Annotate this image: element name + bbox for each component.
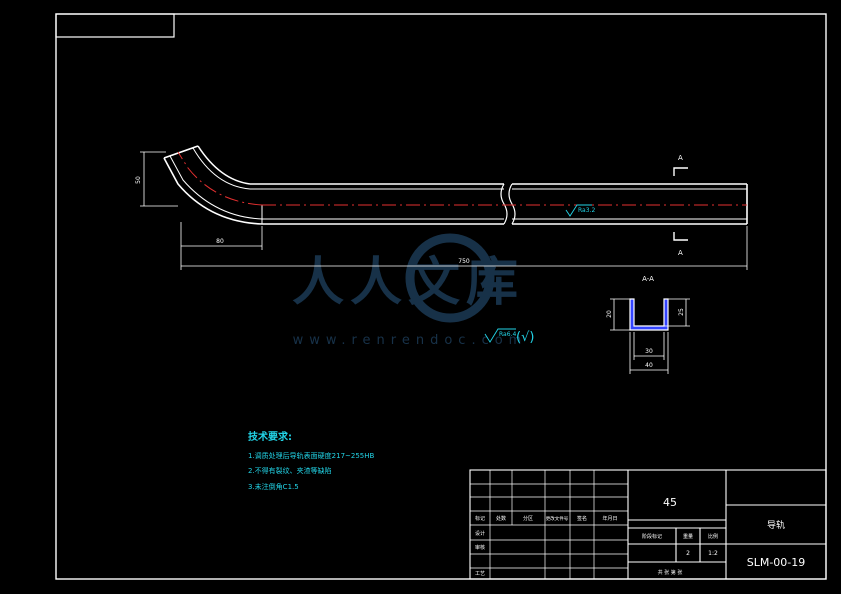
- tb-scale-label: 比例: [708, 533, 718, 540]
- tb-sheet-text: 共 张 第 张: [658, 569, 683, 576]
- tb-header-label-1: 标记: [475, 515, 485, 522]
- tb-header-label-3: 分区: [523, 515, 533, 522]
- watermark-logo-text: 人人文库: [292, 253, 524, 313]
- break-line-left: [500, 183, 508, 225]
- tb-drawing-number: SLM-00-19: [747, 556, 806, 569]
- bend-inner-top: [192, 147, 251, 190]
- drawing-frame: [55, 13, 827, 580]
- watermark-url: www.renrendoc.com: [293, 333, 528, 348]
- sec-dim-inner-value: 30: [645, 348, 653, 355]
- bend-end-cap-inner: [169, 147, 194, 157]
- tb-stage-label: 阶段标记: [642, 533, 662, 540]
- tb-scale-value: 1:2: [708, 550, 718, 557]
- corner-box: [55, 13, 175, 38]
- section-dimensions: [610, 298, 690, 374]
- title-block-outline: [469, 469, 827, 580]
- dim-offset-value: 80: [216, 238, 224, 245]
- tb-header-label-4: 更改文件号: [546, 515, 569, 522]
- roughness-main-value: Ra3.2: [578, 207, 595, 214]
- bend-outer-top: [197, 145, 251, 185]
- tech-requirements: 技术要求: 1.调质处理后导轨表面硬度217~255HB 2.不得有裂纹、夹渣等…: [248, 430, 375, 491]
- bend-inner-bottom: [169, 155, 263, 220]
- general-roughness-value: Ra6.4: [499, 331, 516, 338]
- cut-mark-top-label: A: [678, 154, 683, 162]
- cut-mark-bottom: [673, 232, 688, 241]
- main-view: [163, 145, 748, 225]
- sec-dim-flange-value: 25: [678, 308, 685, 316]
- tb-part-name: 导轨: [767, 519, 785, 531]
- tb-left-label-3: 工艺: [475, 571, 485, 577]
- tb-header-label-5: 签名: [577, 515, 587, 522]
- title-block: [469, 469, 827, 580]
- watermark: 人人文库 www.renrendoc.com: [292, 233, 528, 348]
- tech-req-title: 技术要求:: [248, 430, 292, 443]
- tb-material: 45: [663, 496, 677, 509]
- tech-req-item-3: 3.未注倒角C1.5: [248, 482, 299, 491]
- sec-dim-outer-value: 40: [645, 362, 653, 369]
- watermark-circle-icon: [405, 233, 495, 323]
- tb-left-label-2: 审核: [475, 544, 485, 551]
- cut-mark-top: [673, 167, 688, 176]
- title-block-grid: [470, 470, 628, 579]
- center-line-bend: [177, 151, 263, 206]
- general-roughness-suffix: (√): [516, 330, 534, 345]
- sec-dim-height-value: 20: [606, 310, 613, 318]
- section-u-profile: [629, 298, 669, 331]
- break-line-right: [508, 183, 516, 225]
- tech-req-item-1: 1.调质处理后导轨表面硬度217~255HB: [248, 451, 375, 460]
- dim-overall-value: 750: [458, 258, 470, 265]
- section-label: A-A: [642, 275, 654, 283]
- tb-left-label-1: 设计: [475, 530, 485, 537]
- cut-mark-bottom-label: A: [678, 249, 683, 257]
- tb-header-label-2: 处数: [496, 515, 506, 522]
- tb-quantity-value: 2: [686, 550, 690, 557]
- bend-outer-bottom: [163, 157, 263, 225]
- main-view-dimensions: [140, 151, 748, 270]
- dim-height-value: 50: [135, 176, 142, 184]
- roughness-symbol-icon: [565, 204, 592, 217]
- section-view: [629, 298, 669, 331]
- general-roughness-icon: [484, 328, 516, 343]
- center-line: [177, 151, 747, 206]
- tb-header-label-6: 年月日: [602, 515, 617, 522]
- section-cut-marks: [673, 167, 688, 241]
- tb-weight-label: 重量: [683, 533, 693, 540]
- tech-req-item-2: 2.不得有裂纹、夹渣等缺陷: [248, 466, 332, 475]
